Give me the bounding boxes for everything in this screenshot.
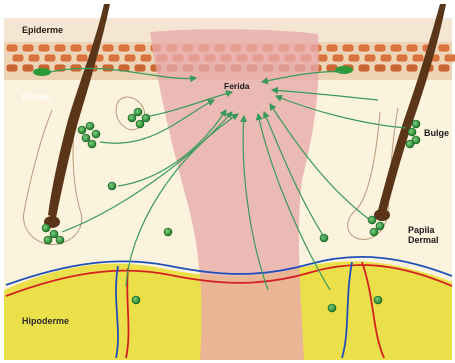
label-ferida: Ferida bbox=[224, 81, 250, 91]
epidermal-cell bbox=[358, 64, 370, 72]
epidermal-cell bbox=[102, 64, 114, 72]
epidermal-cell bbox=[6, 64, 18, 72]
stem-cell bbox=[108, 182, 116, 190]
stem-cell bbox=[328, 304, 336, 312]
epidermal-cell bbox=[118, 44, 130, 52]
label-epiderme: Epiderme bbox=[22, 25, 63, 35]
epidermal-cell bbox=[76, 54, 88, 62]
stem-cell bbox=[86, 122, 94, 130]
epidermal-cell bbox=[60, 54, 72, 62]
epidermal-cell bbox=[444, 54, 455, 62]
epidermal-cell bbox=[374, 64, 386, 72]
stem-cell bbox=[142, 114, 150, 122]
epidermal-cell bbox=[108, 54, 120, 62]
epidermal-stem-cell bbox=[33, 68, 51, 76]
epidermal-cell bbox=[332, 54, 344, 62]
epidermal-cell bbox=[348, 54, 360, 62]
label-derme: Derme bbox=[22, 92, 50, 102]
stem-cell bbox=[376, 222, 384, 230]
epidermal-cell bbox=[28, 54, 40, 62]
stem-cell bbox=[128, 114, 136, 122]
stem-cell bbox=[370, 228, 378, 236]
epidermal-cell bbox=[406, 64, 418, 72]
epidermal-cell bbox=[124, 54, 136, 62]
epidermal-cell bbox=[438, 44, 450, 52]
epidermal-cell bbox=[342, 44, 354, 52]
epidermal-cell bbox=[438, 64, 450, 72]
stem-cell bbox=[88, 140, 96, 148]
epidermal-cell bbox=[396, 54, 408, 62]
epidermal-cell bbox=[140, 54, 152, 62]
stem-cell bbox=[132, 296, 140, 304]
stem-cell bbox=[412, 120, 420, 128]
stem-cell bbox=[408, 128, 416, 136]
stem-cell bbox=[82, 134, 90, 142]
stem-cell bbox=[92, 130, 100, 138]
label-bulge: Bulge bbox=[424, 128, 449, 138]
epidermal-cell bbox=[22, 64, 34, 72]
epidermal-stem-cell bbox=[335, 66, 353, 74]
epidermal-cell bbox=[374, 44, 386, 52]
epidermal-cell bbox=[70, 44, 82, 52]
epidermal-cell bbox=[134, 44, 146, 52]
epidermal-cell bbox=[134, 64, 146, 72]
hair-bulb-right bbox=[374, 209, 390, 221]
label-papila-dermal: Papila Dermal bbox=[408, 225, 439, 245]
stem-cell bbox=[42, 224, 50, 232]
stem-cell bbox=[56, 236, 64, 244]
stem-cell bbox=[78, 126, 86, 134]
stem-cell bbox=[44, 236, 52, 244]
epidermal-cell bbox=[326, 44, 338, 52]
label-hipoderme: Hipoderme bbox=[22, 316, 69, 326]
epidermal-cell bbox=[412, 54, 424, 62]
epidermal-cell bbox=[12, 54, 24, 62]
epidermal-cell bbox=[54, 44, 66, 52]
label-papila-line2: Dermal bbox=[408, 235, 439, 245]
stem-cell bbox=[412, 136, 420, 144]
epidermal-cell bbox=[358, 44, 370, 52]
epidermal-cell bbox=[22, 44, 34, 52]
stem-cell bbox=[134, 108, 142, 116]
stem-cell bbox=[164, 228, 172, 236]
epidermal-cell bbox=[390, 64, 402, 72]
epidermal-cell bbox=[44, 54, 56, 62]
epidermal-cell bbox=[390, 44, 402, 52]
label-papila-line1: Papila bbox=[408, 225, 439, 235]
epidermal-cell bbox=[380, 54, 392, 62]
stem-cell bbox=[136, 120, 144, 128]
epidermal-cell bbox=[364, 54, 376, 62]
epidermal-cell bbox=[406, 44, 418, 52]
epidermal-cell bbox=[38, 44, 50, 52]
epidermal-cell bbox=[6, 44, 18, 52]
stem-cell bbox=[374, 296, 382, 304]
stem-cell bbox=[50, 230, 58, 238]
epidermal-cell bbox=[102, 44, 114, 52]
